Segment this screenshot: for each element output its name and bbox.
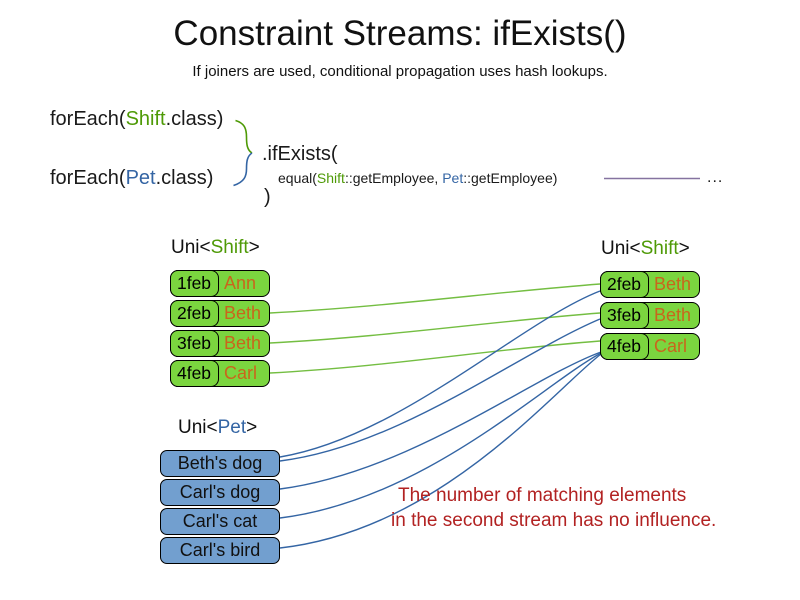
shift-class-token: Shift xyxy=(316,170,345,186)
label-type: Shift xyxy=(640,238,679,259)
brace-top xyxy=(235,119,253,154)
code-text: ::getEmployee) xyxy=(463,170,558,186)
pet-list-label: Uni<Pet> xyxy=(178,417,257,439)
code-ifexists: .ifExists( xyxy=(262,143,338,165)
connector-carlscat-4feb xyxy=(279,352,602,519)
label-text: Uni< xyxy=(178,417,218,438)
table-row: 2feb Beth xyxy=(599,270,700,298)
table-row: 3feb Beth xyxy=(169,329,270,357)
code-text: forEach( xyxy=(50,167,126,189)
row-date: 3feb xyxy=(599,301,649,329)
label-type: Shift xyxy=(210,237,249,258)
row-name: Beth xyxy=(654,305,692,325)
list-item: Beth's dog xyxy=(160,450,280,477)
row-name: Beth xyxy=(224,333,262,353)
list-item: Carl's cat xyxy=(160,508,280,535)
table-row: 4feb Carl xyxy=(169,359,270,387)
page-subtitle: If joiners are used, conditional propaga… xyxy=(192,63,608,80)
code-text: .class) xyxy=(155,167,214,189)
row-name: Carl xyxy=(654,336,688,356)
label-text: > xyxy=(246,417,258,438)
label-text: Uni< xyxy=(171,237,211,258)
code-text: .class) xyxy=(165,108,224,130)
table-row: 1feb Ann xyxy=(169,269,270,297)
row-name: Ann xyxy=(224,273,257,293)
right-table-label: Uni<Shift> xyxy=(601,238,690,260)
code-text: equal( xyxy=(278,170,317,186)
left-table-label: Uni<Shift> xyxy=(171,237,260,259)
row-date: 2feb xyxy=(169,299,219,327)
ellipsis: ... xyxy=(707,169,724,186)
pet-class-token: Pet xyxy=(125,167,156,189)
code-text: ::getEmployee, xyxy=(344,170,443,186)
page-title: Constraint Streams: ifExists() xyxy=(173,14,627,53)
pet-class-token: Pet xyxy=(442,170,464,186)
code-equal-joiner: equal(Shift::getEmployee, Pet::getEmploy… xyxy=(278,170,557,186)
connector-shift-3feb xyxy=(269,312,601,344)
code-close-paren: ) xyxy=(264,186,271,208)
connector-shift-2feb xyxy=(269,283,601,314)
code-foreach-pet: forEach(Pet.class) xyxy=(50,167,213,190)
row-date: 4feb xyxy=(599,332,649,360)
connector-carlsdog-4feb xyxy=(279,351,602,490)
connector-shift-4feb xyxy=(269,340,601,374)
row-date: 1feb xyxy=(169,269,219,297)
note-line2: in the second stream has no influence. xyxy=(391,510,717,531)
label-text: Uni< xyxy=(601,238,641,259)
row-date: 3feb xyxy=(169,329,219,357)
list-item: Carl's bird xyxy=(160,537,280,564)
code-foreach-shift: forEach(Shift.class) xyxy=(50,108,223,131)
label-type: Pet xyxy=(217,417,247,438)
list-item: Carl's dog xyxy=(160,479,280,506)
row-name: Beth xyxy=(224,303,262,323)
row-date: 2feb xyxy=(599,270,649,298)
row-name: Carl xyxy=(224,363,258,383)
table-row: 3feb Beth xyxy=(599,301,700,329)
connector-bethsdog-3feb xyxy=(279,318,601,462)
code-text: forEach( xyxy=(50,108,126,130)
row-date: 4feb xyxy=(169,359,219,387)
label-text: > xyxy=(248,237,260,258)
label-text: > xyxy=(678,238,690,259)
connector-carlsbird-4feb xyxy=(279,353,602,549)
table-row: 4feb Carl xyxy=(599,332,700,360)
table-row: 2feb Beth xyxy=(169,299,270,327)
brace-bottom xyxy=(233,152,253,187)
row-name: Beth xyxy=(654,274,692,294)
note-line1: The number of matching elements xyxy=(398,485,687,506)
connector-bethsdog-2feb xyxy=(279,290,601,458)
shift-class-token: Shift xyxy=(125,108,166,130)
